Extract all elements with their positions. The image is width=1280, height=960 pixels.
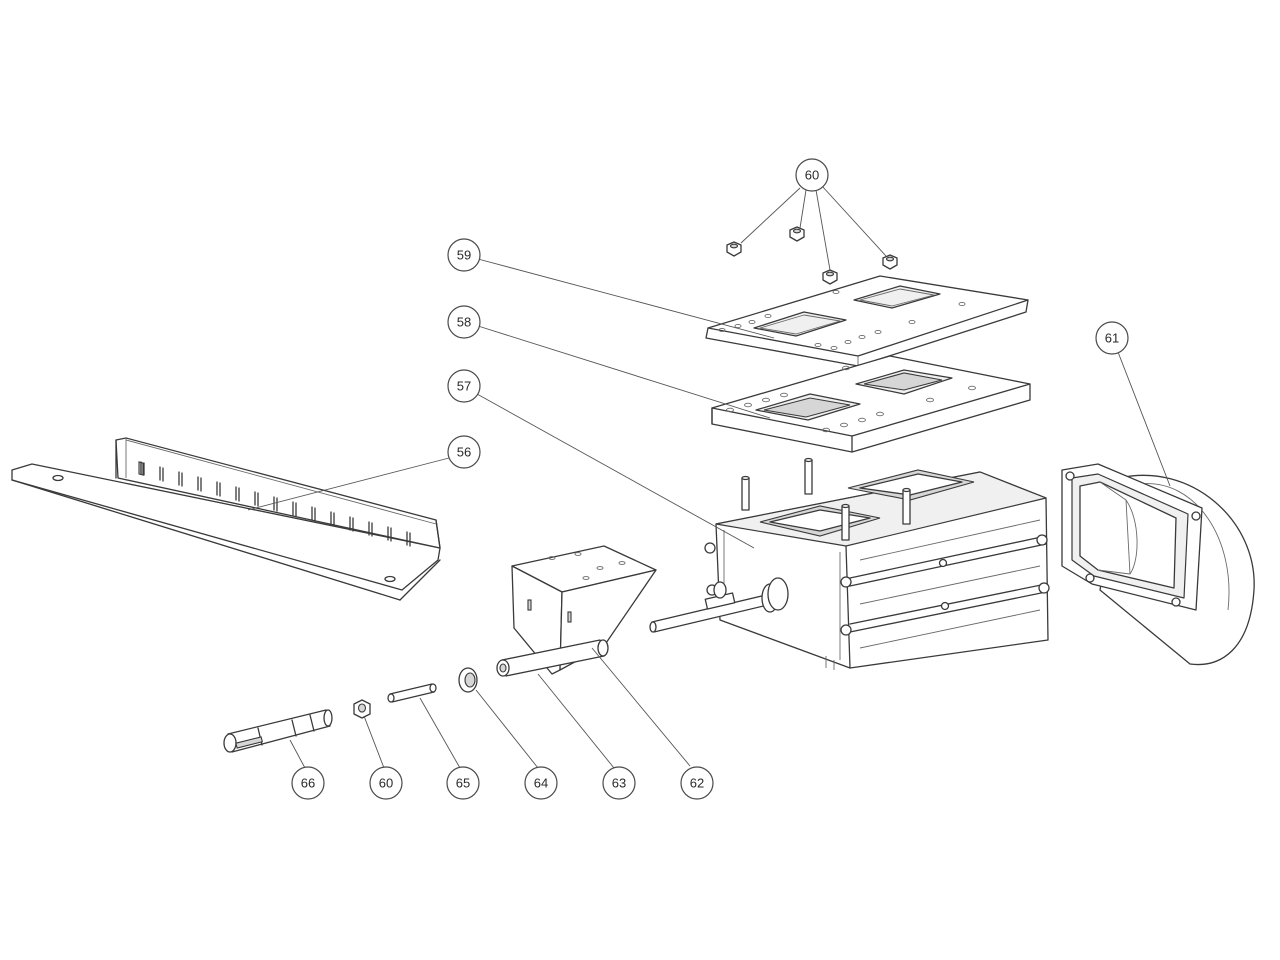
part-63-shaft: [496, 639, 609, 677]
leader-lines: [247, 185, 1171, 769]
callout-63: 63: [602, 766, 636, 800]
callout-57-label: 57: [457, 379, 471, 394]
callout-57: 57: [447, 369, 481, 403]
callout-60-bottom: 60: [369, 766, 403, 800]
callout-56-label: 56: [457, 445, 471, 460]
gasket-holes: [718, 289, 966, 351]
callout-66-label: 66: [301, 776, 315, 791]
callout-64-label: 64: [534, 776, 548, 791]
callout-63-label: 63: [612, 776, 626, 791]
part-64-bushing: [458, 667, 478, 693]
callout-65: 65: [446, 766, 480, 800]
nut-d: [882, 254, 898, 270]
output-shaft: [649, 577, 789, 633]
part-57-gearbox-housing: [649, 457, 1050, 670]
housing-studs: [741, 457, 911, 541]
callout-62: 62: [680, 766, 714, 800]
callout-64: 64: [524, 766, 558, 800]
callout-58-label: 58: [457, 315, 471, 330]
callout-60-top-label: 60: [805, 168, 819, 183]
callout-58: 58: [447, 305, 481, 339]
part-59-gasket-plate: [705, 275, 1029, 367]
flange-holes: [726, 365, 976, 433]
nut-a: [726, 241, 742, 257]
callout-66: 66: [291, 766, 325, 800]
part-61-chute-hood: [1061, 463, 1255, 666]
callout-62-label: 62: [690, 776, 704, 791]
callout-60-bottom-label: 60: [379, 776, 393, 791]
callout-59: 59: [447, 238, 481, 272]
part-65-pin: [387, 683, 437, 703]
callout-56: 56: [447, 435, 481, 469]
callout-65-label: 65: [456, 776, 470, 791]
part-66-threaded-rod: [223, 709, 333, 753]
part-60-hex-nuts-top: [726, 226, 898, 285]
part-56-slotted-rail: [11, 437, 441, 601]
nut-b: [789, 226, 805, 242]
callout-61: 61: [1095, 321, 1129, 355]
callout-59-label: 59: [457, 248, 471, 263]
callout-61-label: 61: [1105, 331, 1119, 346]
part-60-hex-nut-lower: [353, 699, 371, 719]
nut-c: [822, 269, 838, 285]
part-58-flange-plate: [711, 355, 1031, 453]
rail-slots: [138, 461, 411, 547]
callout-60-top: 60: [795, 158, 829, 192]
